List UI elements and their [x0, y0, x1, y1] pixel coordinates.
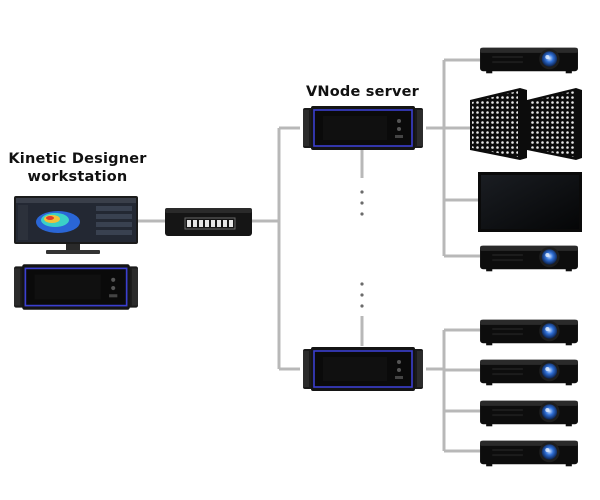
projector-icon-3	[480, 319, 578, 346]
rack-unit-icon	[14, 263, 138, 311]
workstation-label-line1: Kinetic Designer	[8, 151, 147, 167]
led-panel-icon	[470, 88, 582, 160]
projector-icon-5	[480, 400, 578, 427]
projector-icon-6	[480, 440, 578, 467]
server-label: VNode server	[305, 84, 420, 100]
projector-icon-4	[480, 359, 578, 386]
projector-icon-1	[480, 47, 578, 74]
workstation-label-line2: workstation	[27, 169, 128, 185]
workstation-label: Kinetic Designer workstation	[5, 150, 150, 186]
projector-icon-2	[480, 245, 578, 272]
monitor-icon	[14, 196, 138, 254]
flat-screen-icon	[478, 172, 582, 232]
connectors	[138, 58, 480, 453]
switch-icon	[165, 208, 252, 236]
rack-server-icon-bottom	[302, 346, 424, 392]
more-servers-ellipsis	[360, 190, 364, 308]
rack-server-icon	[302, 105, 424, 151]
